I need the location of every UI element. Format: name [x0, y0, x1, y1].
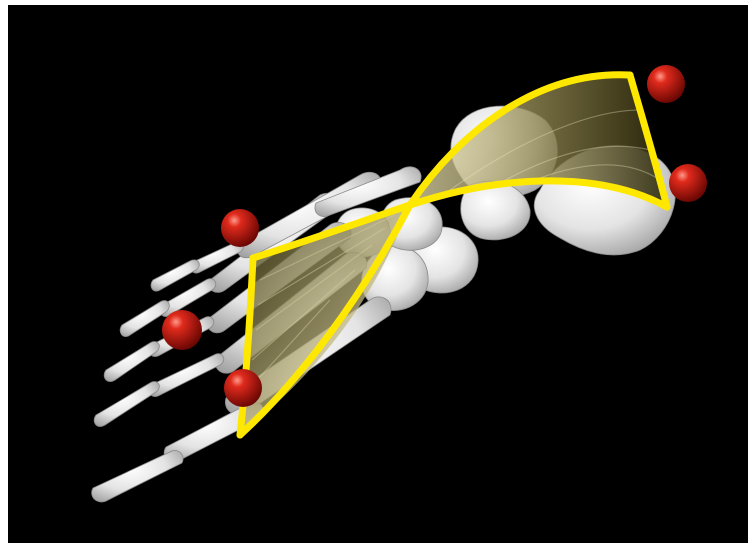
toe-2-proximal — [149, 354, 224, 397]
toe-3-distal — [104, 342, 159, 382]
toe-4-distal — [120, 301, 169, 337]
marker-sphere — [162, 310, 202, 350]
toe-2-distal — [94, 382, 159, 427]
marker-sphere — [669, 164, 707, 202]
marker-sphere — [224, 369, 262, 407]
marker-sphere — [647, 65, 685, 103]
marker-sphere — [221, 209, 259, 247]
foot-render — [8, 5, 748, 543]
hallux-distal — [92, 450, 183, 501]
render-viewport — [8, 5, 748, 543]
toe-5-distal — [151, 260, 199, 291]
